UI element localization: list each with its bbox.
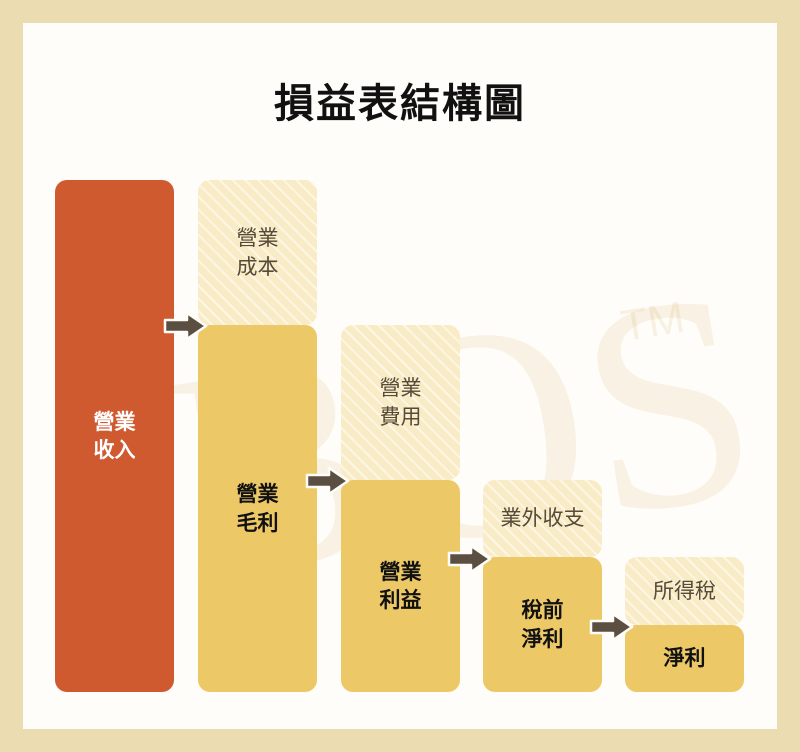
pretax-income-block: 稅前 淨利 [483,557,602,692]
operating-cost-block: 營業 成本 [198,180,317,325]
operating-income-block: 營業 利益 [341,480,460,692]
right-arrow-icon [447,544,492,574]
non-operating-label: 業外收支 [500,506,585,531]
right-arrow-icon [305,466,350,496]
right-arrow-icon [163,311,208,341]
operating-expense-label: 營業 費用 [379,376,422,429]
right-arrow-icon [589,612,634,642]
income-tax-label: 所得稅 [653,578,716,603]
operating-cost-label: 營業 成本 [236,226,279,279]
net-income-block: 淨利 [625,625,744,692]
watermark-tm: TM [618,293,688,351]
revenue-label: 營業 收入 [93,409,136,462]
net-income-label: 淨利 [663,646,706,671]
operating-expense-block: 營業 費用 [341,325,460,480]
income-tax-block: 所得稅 [625,557,744,625]
pretax-income-label: 稅前 淨利 [521,598,564,651]
revenue-block: 營業 收入 [55,180,174,692]
page-title: 損益表結構圖 [274,81,526,127]
diagram-card: BOS TM 損益表結構圖 營業 收入 營業 成本 營業 毛利 營業 費用 營業… [23,23,777,729]
gross-profit-block: 營業 毛利 [198,325,317,692]
non-operating-block: 業外收支 [483,480,602,557]
operating-income-label: 營業 利益 [379,559,422,612]
gross-profit-label: 營業 毛利 [236,482,279,535]
